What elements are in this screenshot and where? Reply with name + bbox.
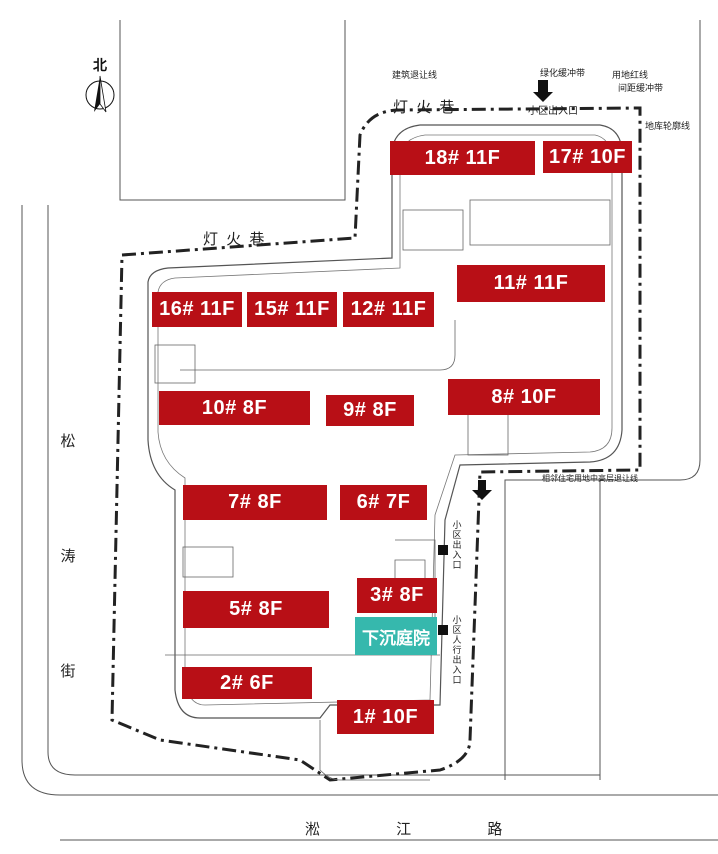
- road-label-denghuo-mid: 灯 火 巷: [203, 231, 267, 248]
- interior-lines: [154, 199, 611, 781]
- north-arrow: [85, 75, 115, 113]
- building-9: 9# 8F: [326, 395, 414, 426]
- note-land-red-line: 用地红线: [612, 70, 649, 80]
- building-18: 18# 11F: [390, 141, 535, 175]
- note-green-buffer: 绿化缓冲带: [540, 68, 586, 78]
- road-label-songtao-3: 街: [60, 663, 76, 680]
- road-label-songtao-2: 涛: [60, 548, 76, 565]
- building-16: 16# 11F: [152, 292, 242, 327]
- building-11: 11# 11F: [457, 265, 605, 302]
- sunken-courtyard: 下沉庭院: [355, 617, 437, 655]
- building-17: 17# 10F: [543, 141, 632, 173]
- building-5: 5# 8F: [183, 591, 329, 628]
- building-2: 2# 6F: [182, 667, 312, 699]
- site-boundary: [110, 106, 642, 782]
- building-10: 10# 8F: [159, 391, 310, 425]
- building-7: 7# 8F: [183, 485, 327, 520]
- building-6: 6# 7F: [340, 485, 427, 520]
- building-3: 3# 8F: [357, 578, 437, 613]
- building-8: 8# 10F: [448, 379, 600, 415]
- note-community-entrance-side: 小区出入口: [452, 520, 462, 570]
- note-adjacent-setback: 相邻住宅用地中高层退让线: [542, 474, 638, 483]
- note-community-entrance-top: 小区出入口: [528, 106, 578, 117]
- road-label-songtao-1: 松: [60, 433, 76, 450]
- road-label-denghuo-top: 灯 火 巷: [393, 99, 457, 116]
- note-community-entrance-bottom: 小区人行出入口: [452, 615, 462, 685]
- note-spacing-buffer: 间距缓冲带: [618, 83, 664, 93]
- note-basement-outline: 地库轮廓线: [645, 121, 691, 131]
- road-lines: [21, 20, 718, 841]
- note-building-setback: 建筑退让线: [392, 70, 438, 80]
- road-label-songjiang: 淞 江 路: [305, 821, 539, 838]
- building-12: 12# 11F: [343, 292, 434, 327]
- entrance-arrows: [438, 80, 553, 635]
- building-15: 15# 11F: [247, 292, 337, 327]
- north-label: 北: [93, 57, 107, 73]
- building-1: 1# 10F: [337, 700, 434, 734]
